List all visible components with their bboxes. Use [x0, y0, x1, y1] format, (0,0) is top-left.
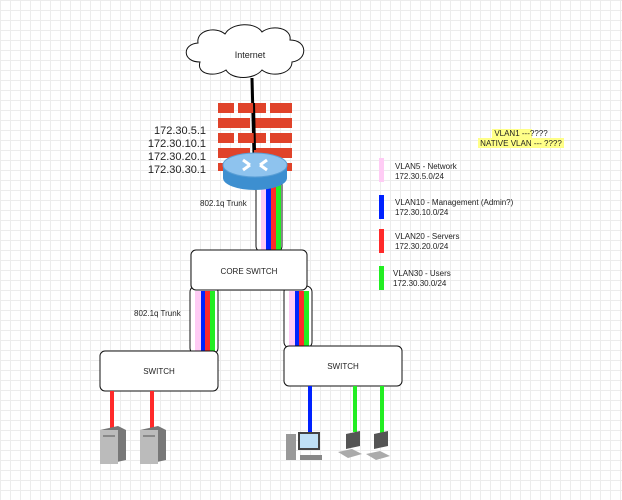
ip-label: 172.30.20.1	[148, 151, 206, 163]
legend-subnet: 172.30.5.0/24	[395, 172, 444, 181]
trunk-label: 802.1q Trunk	[134, 309, 182, 318]
note-line: NATIVE VLAN --- ????	[480, 139, 562, 148]
server-icon[interactable]	[100, 426, 126, 464]
ip-label: 172.30.30.1	[148, 164, 206, 176]
core-switch[interactable]: CORE SWITCH	[190, 249, 308, 291]
core-switch-label: CORE SWITCH	[221, 267, 278, 276]
left-switch-label: SWITCH	[143, 367, 175, 376]
internet-label: Internet	[235, 50, 266, 60]
legend-name: VLAN5 - Network	[395, 162, 458, 171]
legend-name: VLAN10 - Management (Admin?)	[395, 198, 514, 207]
internet-cloud[interactable]: Internet	[185, 24, 305, 78]
vlan-legend: VLAN5 - Network 172.30.5.0/24 VLAN10 - M…	[379, 158, 514, 290]
ip-label: 172.30.5.1	[154, 125, 206, 137]
native-vlan-note: VLAN1 ---???? NATIVE VLAN --- ????	[478, 129, 564, 148]
legend-name: VLAN20 - Servers	[395, 232, 459, 241]
laptop-icon[interactable]	[338, 431, 362, 458]
legend-name: VLAN30 - Users	[393, 269, 451, 278]
note-line: VLAN1 ---????	[494, 129, 548, 138]
legend-subnet: 172.30.10.0/24	[395, 208, 449, 217]
trunk-label: 802.1q Trunk	[200, 199, 248, 208]
left-switch[interactable]: SWITCH	[99, 350, 219, 392]
firewall-ip-list: 172.30.5.1 172.30.10.1 172.30.20.1 172.3…	[148, 125, 206, 176]
trunk-core-left	[189, 285, 219, 355]
desktop-pc-icon[interactable]	[286, 432, 322, 460]
server-icon[interactable]	[140, 426, 166, 464]
legend-subnet: 172.30.30.0/24	[393, 279, 447, 288]
trunk-core-right	[283, 285, 313, 349]
legend-subnet: 172.30.20.0/24	[395, 242, 449, 251]
right-switch[interactable]: SWITCH	[283, 345, 403, 387]
router-icon[interactable]	[222, 152, 288, 190]
ip-label: 172.30.10.1	[148, 138, 206, 150]
right-switch-label: SWITCH	[327, 362, 359, 371]
trunk-router-core	[255, 171, 283, 253]
laptop-icon[interactable]	[366, 431, 390, 460]
